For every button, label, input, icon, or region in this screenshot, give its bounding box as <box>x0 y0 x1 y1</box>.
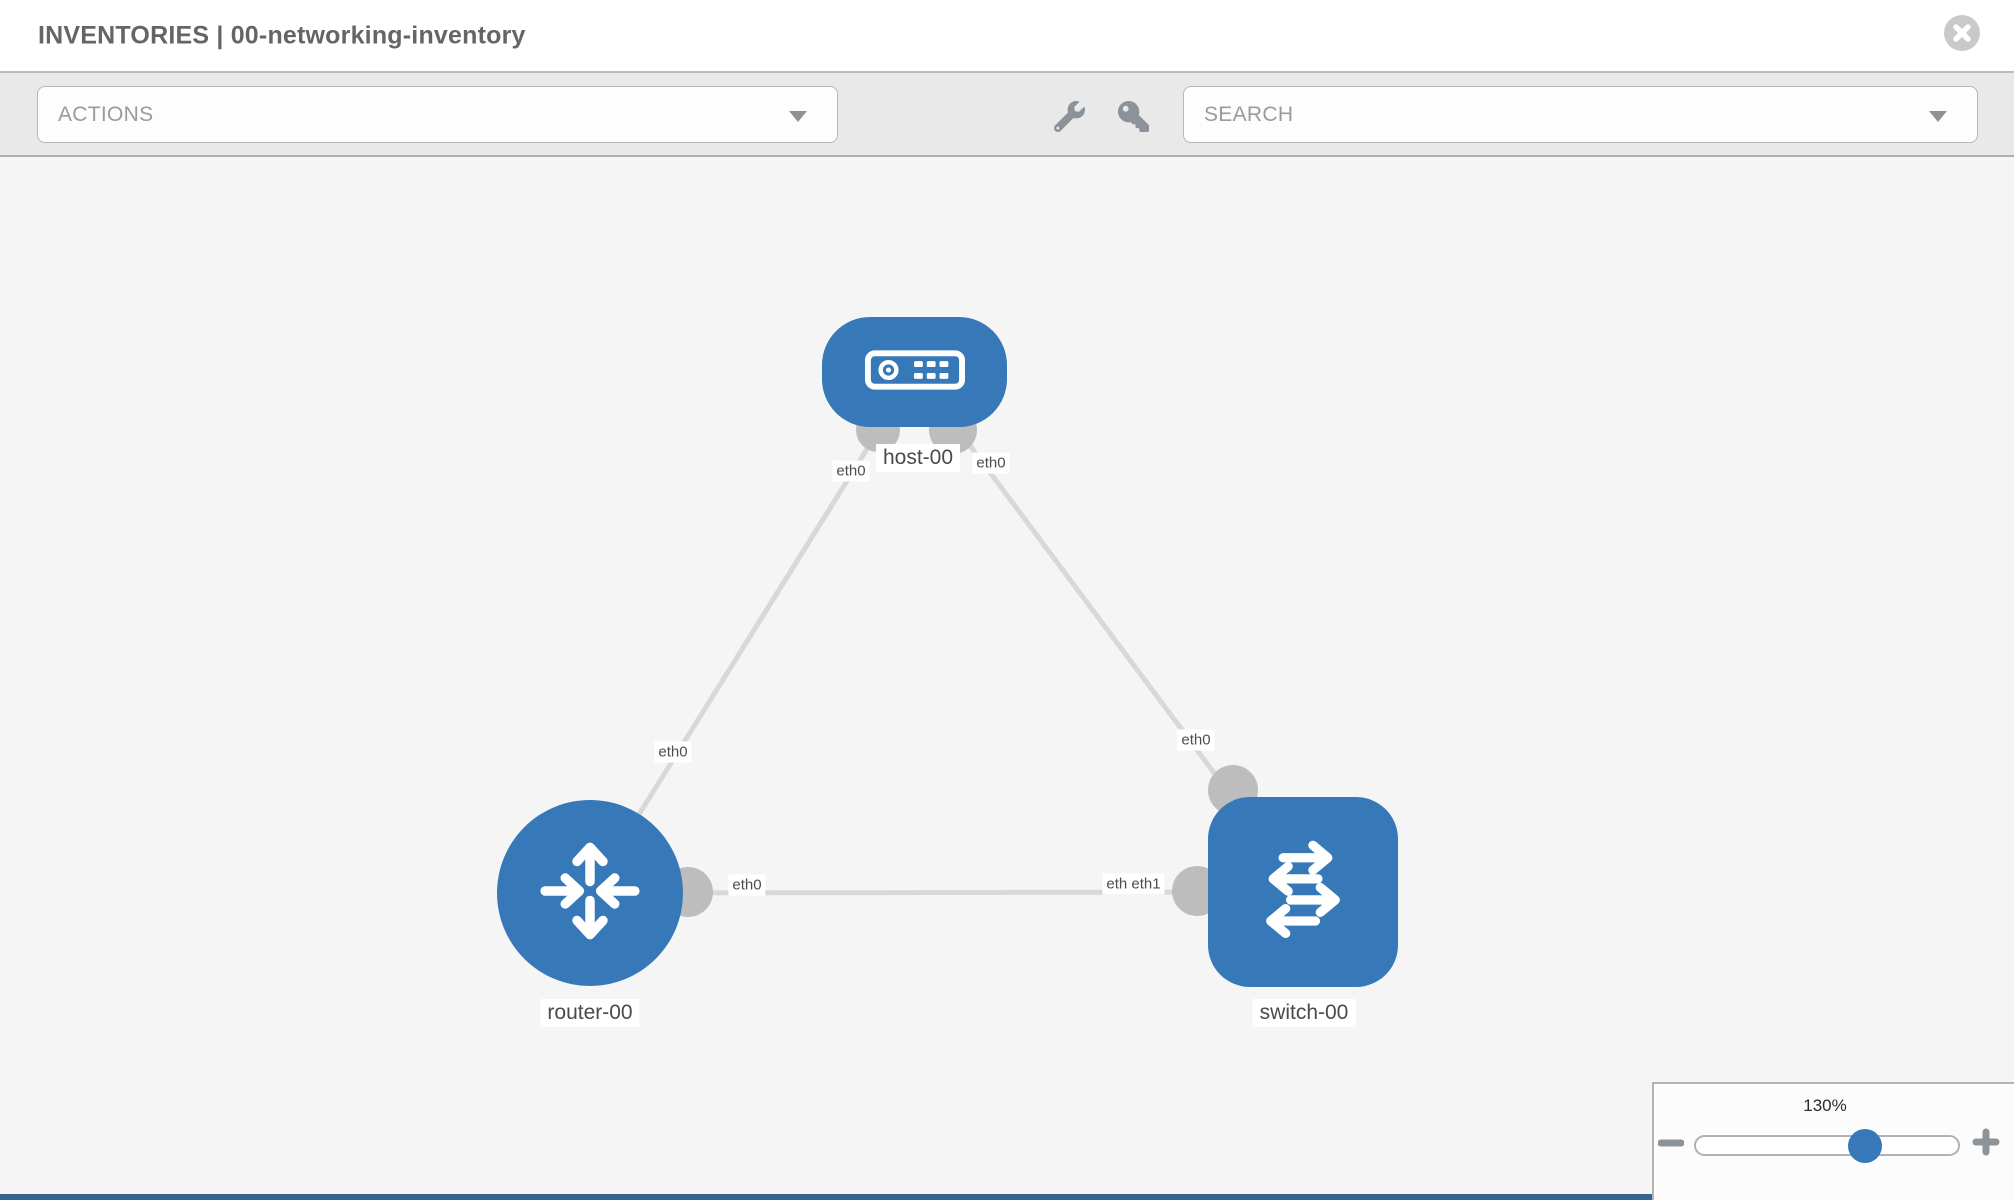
actions-dropdown-label: ACTIONS <box>58 102 154 126</box>
router-arrows-icon <box>531 832 649 955</box>
toolbar: ACTIONS SEARCH <box>0 71 2014 157</box>
actions-dropdown[interactable]: ACTIONS <box>37 86 838 143</box>
interface-label-router-host-host-side: eth0 <box>832 460 870 482</box>
canvas-bottom-bar <box>0 1194 1652 1200</box>
interface-label-host-switch-host-side: eth0 <box>972 452 1010 474</box>
topology-links-layer <box>587 370 1306 917</box>
topology-canvas[interactable]: host-00 router-00 switch-00 eth0 eth0 et… <box>0 157 2014 1200</box>
server-icon <box>864 349 966 396</box>
zoom-control-panel: 130% <box>1652 1082 2014 1200</box>
minus-icon <box>1657 1136 1685 1151</box>
wrench-icon <box>1048 100 1090 132</box>
interface-label-router-switch-switch-side: eth1 <box>1127 873 1165 895</box>
link-router-host[interactable] <box>587 370 918 895</box>
zoom-slider-track[interactable] <box>1694 1135 1960 1156</box>
zoom-in-button[interactable] <box>1970 1128 2002 1158</box>
node-label-host: host-00 <box>875 444 961 472</box>
node-label-switch: switch-00 <box>1252 999 1356 1027</box>
node-host-00[interactable] <box>822 317 1007 427</box>
credentials-button[interactable] <box>1112 95 1154 137</box>
page-title: INVENTORIES | 00-networking-inventory <box>38 21 526 49</box>
page-header: INVENTORIES | 00-networking-inventory <box>0 0 2014 71</box>
node-switch-00[interactable] <box>1208 797 1398 987</box>
search-dropdown[interactable]: SEARCH <box>1183 86 1978 143</box>
plus-icon <box>1972 1128 2000 1159</box>
chevron-down-icon <box>789 110 807 122</box>
interface-label-router-host-router-side: eth0 <box>654 741 692 763</box>
zoom-slider-thumb[interactable] <box>1848 1129 1882 1163</box>
node-label-router: router-00 <box>540 999 640 1027</box>
interface-label-router-switch-router-side: eth0 <box>728 874 766 896</box>
key-icon <box>1112 100 1154 132</box>
chevron-down-icon <box>1929 110 1947 122</box>
node-router-00[interactable] <box>497 800 683 986</box>
interface-label-host-switch-switch-side: eth0 <box>1177 729 1215 751</box>
zoom-level-value: 130% <box>1803 1096 1847 1115</box>
switch-arrows-icon <box>1241 828 1365 957</box>
close-button[interactable] <box>1944 15 1980 51</box>
zoom-out-button[interactable] <box>1656 1130 1686 1156</box>
search-dropdown-label: SEARCH <box>1204 102 1294 126</box>
tools-button[interactable] <box>1048 95 1090 137</box>
